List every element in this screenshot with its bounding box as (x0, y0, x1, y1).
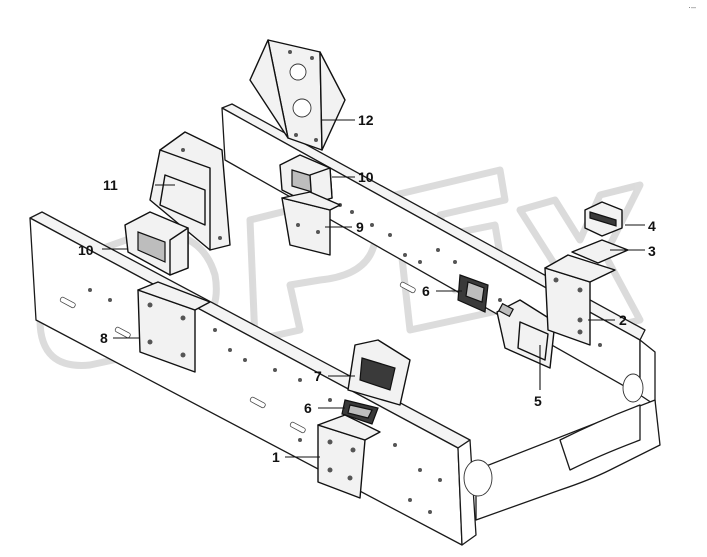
callout-1: 1 (272, 449, 280, 465)
part-10-mount-lower (124, 211, 189, 276)
part-12-plate-bracket (249, 39, 346, 151)
corner-mark: ·– (688, 2, 696, 12)
callout-11: 11 (103, 177, 118, 193)
callout-7: 7 (314, 368, 322, 384)
part-6-pad-lower (341, 399, 379, 425)
callout-5: 5 (534, 393, 542, 409)
callout-4: 4 (648, 218, 656, 234)
callout-3: 3 (648, 243, 656, 259)
callout-12: 12 (358, 112, 374, 128)
callout-8: 8 (100, 330, 108, 346)
part-6-pad-upper (457, 274, 489, 313)
callout-9: 9 (356, 219, 364, 235)
part-4-rubber-block (584, 201, 623, 237)
callout-6-lower: 6 (304, 400, 312, 416)
callout-6-upper: 6 (422, 283, 430, 299)
part-7-front-support (347, 339, 411, 406)
part-11-tower-bracket (149, 131, 231, 251)
part-2-rear-side-plate (544, 254, 616, 346)
rail-hole-pattern (59, 203, 602, 514)
leader-lines (102, 119, 645, 458)
part-8-side-plate (137, 281, 211, 373)
part-9-angle-bracket (281, 191, 341, 256)
cross-member (463, 373, 661, 521)
callout-labels: 12 11 10 9 10 4 3 6 2 8 5 7 6 1 (78, 112, 656, 465)
callout-10-upper: 10 (358, 169, 374, 185)
part-1-foot-bracket (317, 414, 381, 499)
callout-10-lower: 10 (78, 242, 94, 258)
callout-2: 2 (619, 312, 627, 328)
